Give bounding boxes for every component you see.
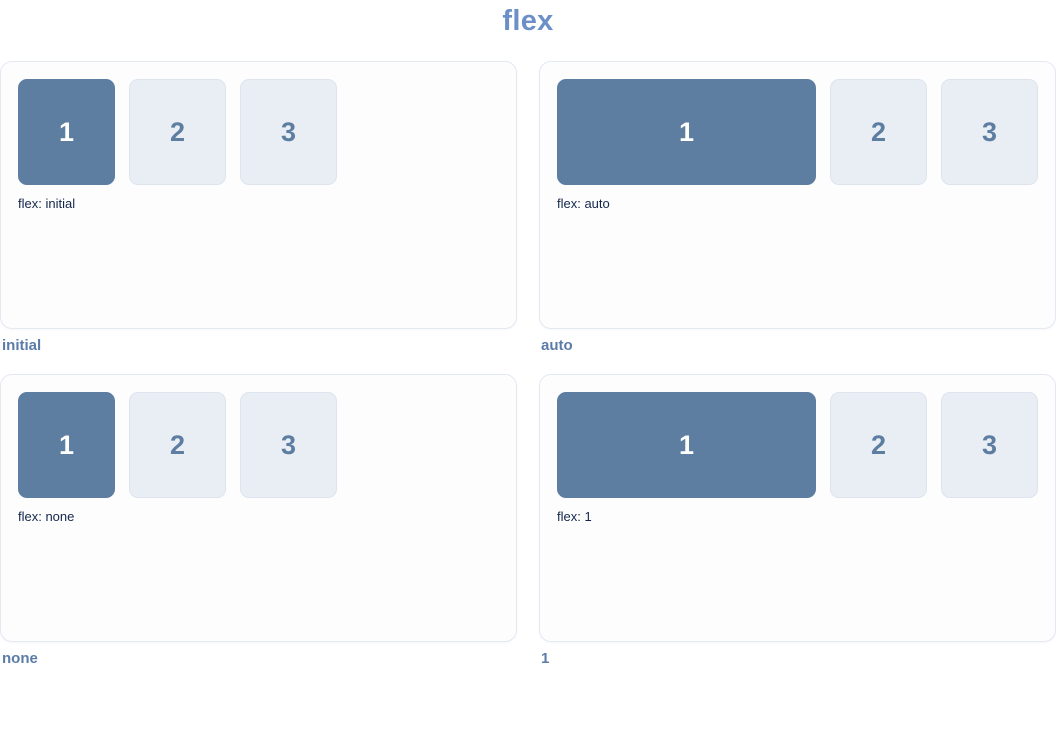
demo-cell-auto: 1 2 3 flex: auto auto: [539, 61, 1056, 354]
panel-caption: flex: none: [18, 509, 75, 524]
flex-item-2: 2: [830, 392, 927, 498]
flex-row: 1 2 3: [557, 79, 1038, 185]
demo-grid: 1 2 3 flex: initial initial 1 2 3 flex: …: [0, 61, 1056, 687]
flex-demo-panel-1: 1 2 3 flex: 1: [539, 374, 1056, 642]
flex-demo-panel-none: 1 2 3 flex: none: [0, 374, 517, 642]
flex-item-3: 3: [941, 392, 1038, 498]
panel-label: 1: [541, 650, 550, 667]
flex-item-1: 1: [557, 392, 816, 498]
panel-caption: flex: initial: [18, 196, 76, 211]
flex-item-2: 2: [129, 79, 226, 185]
flex-demo-panel-initial: 1 2 3 flex: initial: [0, 61, 517, 329]
flex-row: 1 2 3: [18, 79, 499, 185]
flex-item-1: 1: [18, 392, 115, 498]
flex-row: 1 2 3: [557, 392, 1038, 498]
demo-cell-initial: 1 2 3 flex: initial initial: [0, 61, 517, 354]
page: flex 1 2 3 flex: initial initial 1 2 3: [0, 5, 1056, 687]
flex-demo-panel-auto: 1 2 3 flex: auto: [539, 61, 1056, 329]
flex-item-3: 3: [941, 79, 1038, 185]
page-title: flex: [502, 5, 554, 37]
panel-caption: flex: 1: [557, 509, 592, 524]
panel-caption: flex: auto: [557, 196, 610, 211]
panel-label: none: [2, 650, 38, 667]
flex-item-1: 1: [18, 79, 115, 185]
flex-item-3: 3: [240, 79, 337, 185]
panel-label: initial: [2, 337, 42, 354]
flex-item-1: 1: [557, 79, 816, 185]
demo-cell-1: 1 2 3 flex: 1 1: [539, 374, 1056, 667]
flex-item-2: 2: [830, 79, 927, 185]
flex-item-3: 3: [240, 392, 337, 498]
panel-label: auto: [541, 337, 573, 354]
demo-cell-none: 1 2 3 flex: none none: [0, 374, 517, 667]
flex-item-2: 2: [129, 392, 226, 498]
flex-row: 1 2 3: [18, 392, 499, 498]
